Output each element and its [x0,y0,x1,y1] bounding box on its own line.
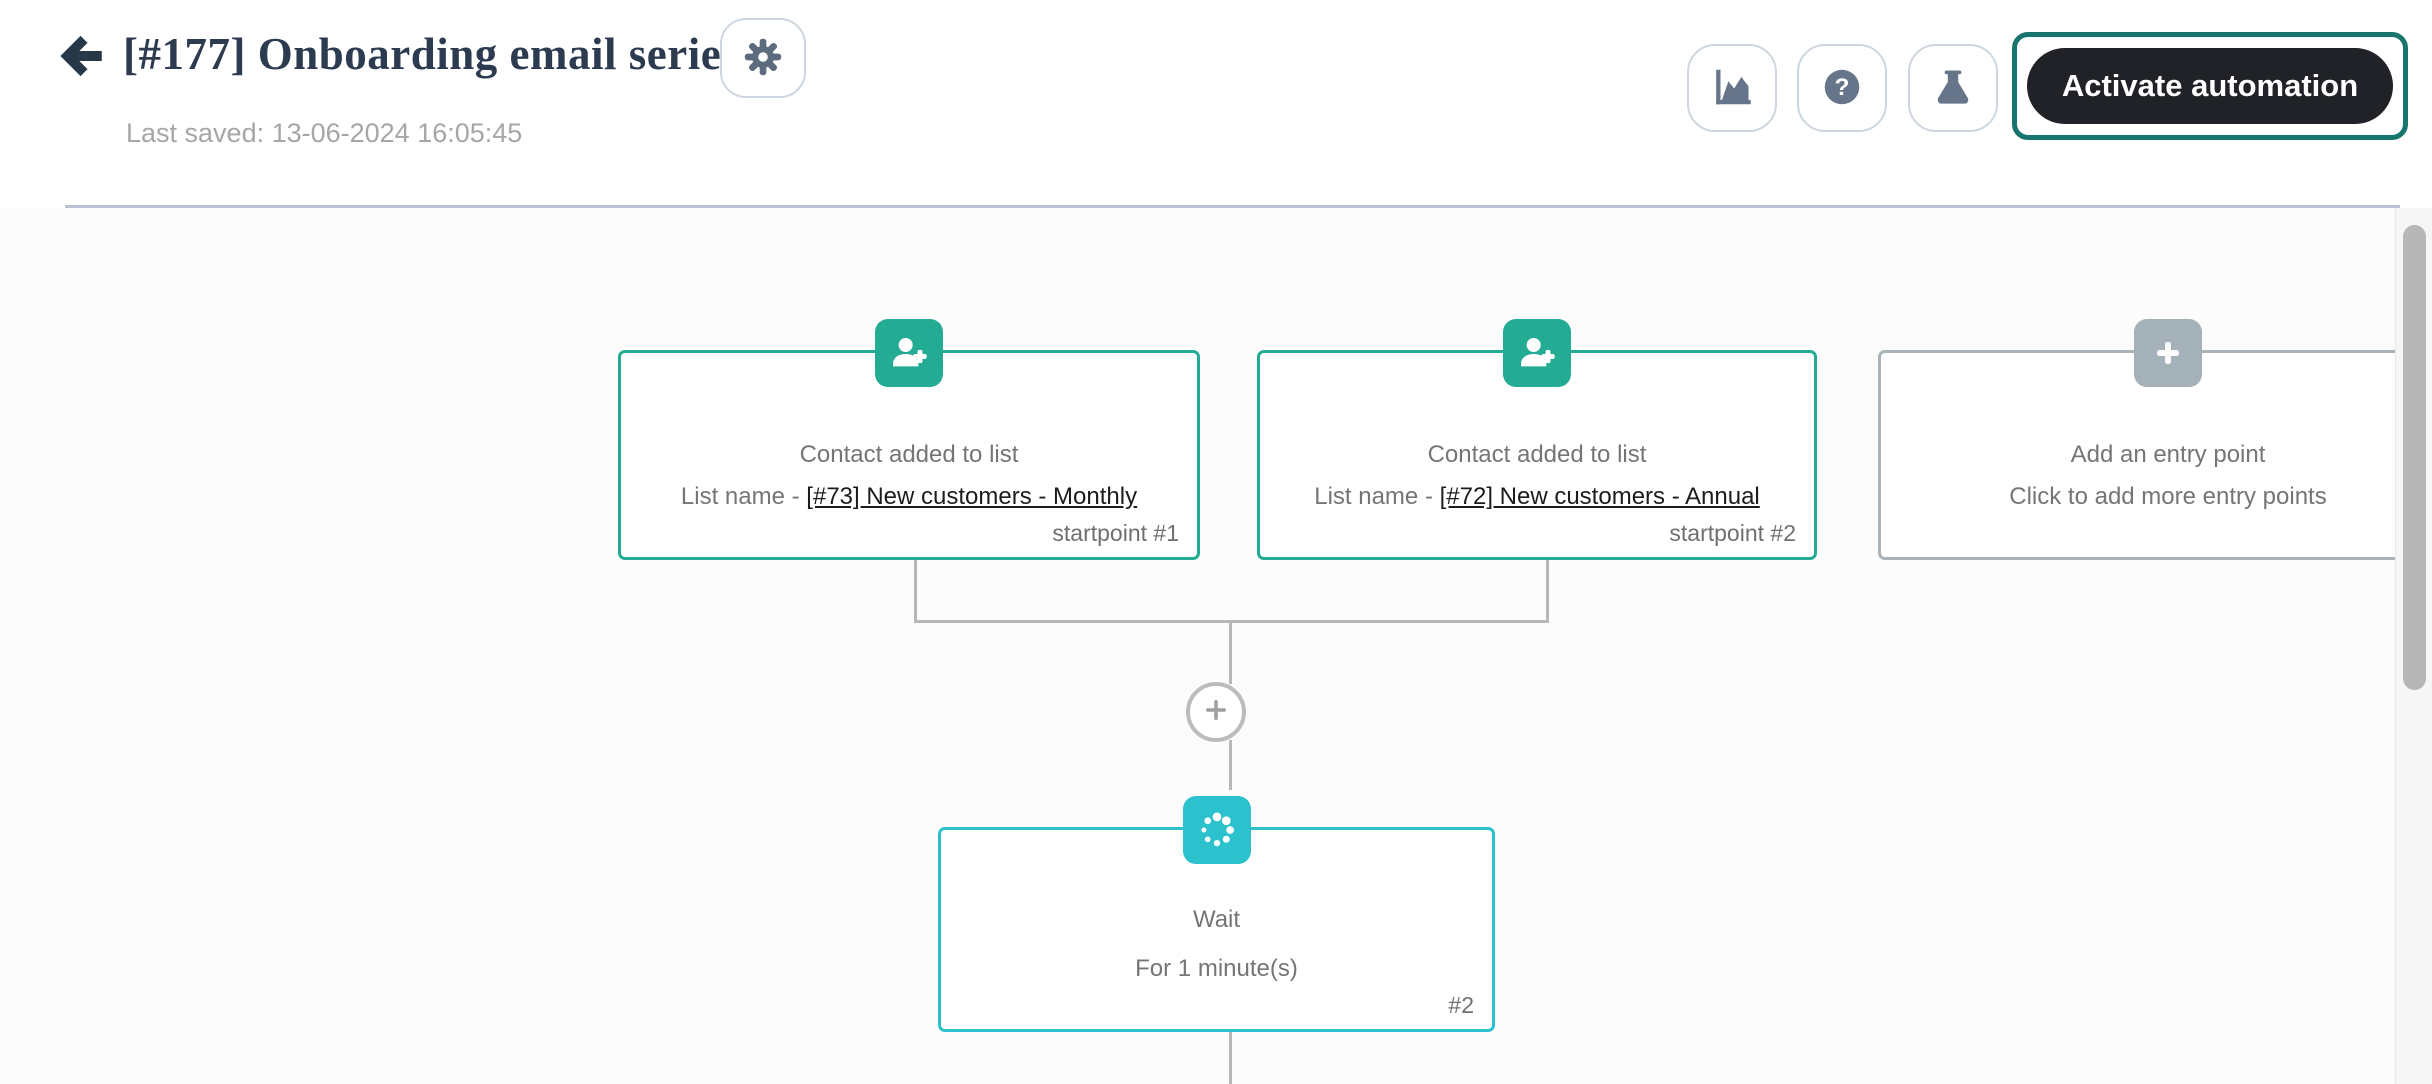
node-title: Contact added to list [1427,441,1647,468]
node-subtitle: For 1 minute(s) [1135,955,1298,982]
area-chart-icon [1709,64,1755,113]
list-link[interactable]: [#73] New customers - Monthly [806,483,1138,510]
test-flask-button[interactable] [1908,44,1998,132]
question-circle-icon: ? [1819,64,1865,113]
plus-circle-icon [1203,697,1229,728]
entry-node-startpoint-2[interactable]: Contact added to list List name - [#72] … [1257,319,1817,560]
connector-line [1229,740,1232,790]
activate-automation-button[interactable]: Activate automation [2027,48,2393,124]
add-step-button[interactable] [1186,682,1246,742]
startpoint-badge: startpoint #1 [1052,520,1179,546]
connector-line [1229,1032,1232,1084]
list-label: List name - [1314,483,1440,510]
node-title: Add an entry point [2070,441,2266,468]
connector-line [1546,560,1549,623]
user-plus-icon [1503,319,1571,387]
page-title: [#177] Onboarding email series [123,29,740,79]
list-link[interactable]: [#72] New customers - Annual [1439,483,1760,510]
add-entry-point-node[interactable]: Add an entry point Click to add more ent… [1878,319,2432,560]
wait-node[interactable]: Wait For 1 minute(s) #2 [938,796,1495,1032]
vertical-scrollbar-thumb[interactable] [2403,225,2426,690]
activate-focus-ring: Activate automation [2012,32,2408,140]
list-label: List name - [680,483,807,510]
vertical-scrollbar-track[interactable] [2395,208,2432,1084]
entry-node-startpoint-1[interactable]: Contact added to list List name - [#73] … [618,319,1200,560]
connector-line [914,560,917,623]
step-number-badge: #2 [1448,992,1474,1018]
node-subtitle: List name - [#73] New customers - Monthl… [621,483,1197,511]
node-title: Wait [1192,906,1241,933]
spinner-dots-icon [1182,796,1251,864]
startpoint-badge: startpoint #2 [1669,520,1796,546]
help-button[interactable]: ? [1797,44,1887,132]
last-saved-timestamp: Last saved: 13-06-2024 16:05:45 [126,118,523,148]
header-divider [65,205,2400,208]
user-plus-icon [875,319,943,387]
svg-text:?: ? [1835,73,1850,100]
node-title: Contact added to list [799,441,1019,468]
automation-canvas: Contact added to list List name - [#73] … [0,208,2432,1084]
connector-line [914,620,1549,623]
node-subtitle: Click to add more entry points [2009,483,2327,510]
statistics-button[interactable] [1687,44,1777,132]
gear-icon [740,34,786,83]
arrow-left-icon [58,35,108,84]
flask-icon [1930,64,1976,113]
plus-icon [2134,319,2202,387]
connector-line [1229,623,1232,684]
settings-button[interactable] [720,18,806,98]
back-button[interactable] [56,30,110,84]
node-subtitle: List name - [#72] New customers - Annual [1260,483,1814,511]
